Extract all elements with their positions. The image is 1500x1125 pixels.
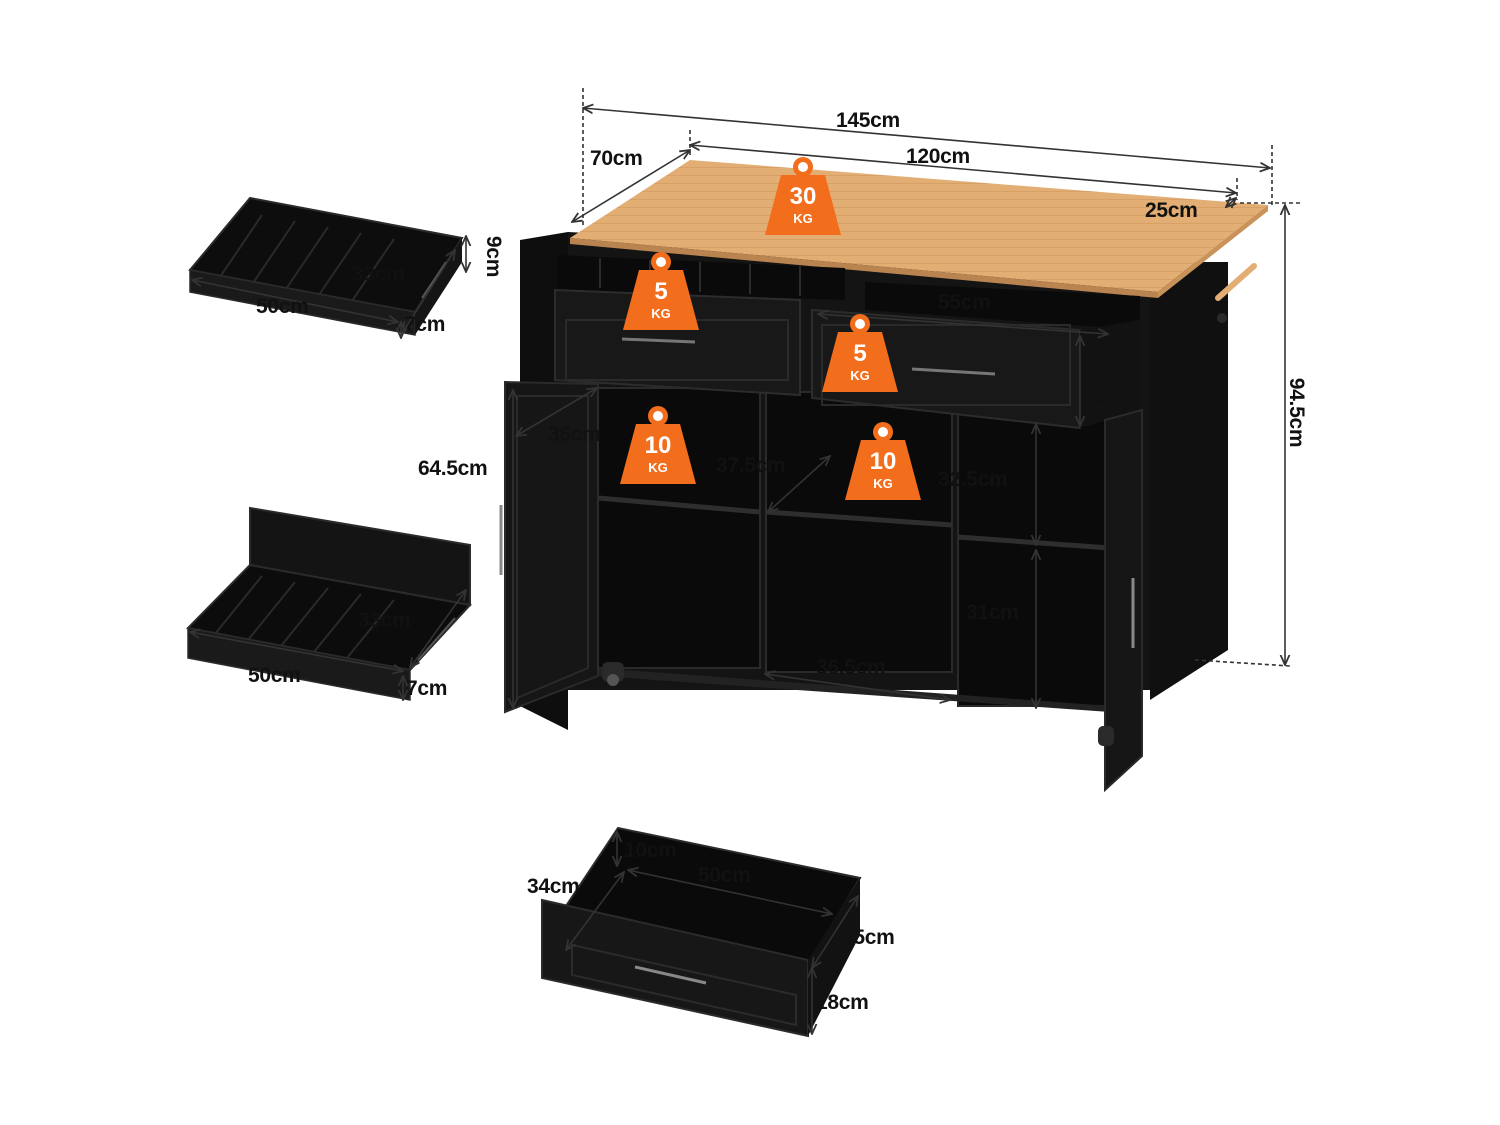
weight-value: 30 <box>789 183 817 210</box>
depth-label: 70cm <box>590 147 643 170</box>
overall-width-label: 145cm <box>836 109 900 132</box>
tray1-depth-label: 33cm <box>352 263 405 286</box>
top-width-label: 120cm <box>906 145 970 168</box>
weight-icon <box>822 314 898 392</box>
weight-icon <box>623 252 699 330</box>
tray2-width-label: 50cm <box>248 664 301 687</box>
weight-badge-drawer-right: 5 KG <box>822 312 898 394</box>
weight-unit: KG <box>873 476 893 491</box>
weight-badge-drawer-left: 5 KG <box>623 250 699 332</box>
weight-badge-top: 30 KG <box>765 155 841 237</box>
upper-cell-height-label: 32.5cm <box>938 468 1008 491</box>
drawer-width-label: 55cm <box>938 291 991 314</box>
door-width-label: 36cm <box>548 423 601 446</box>
drawer2-width-label: 50cm <box>698 864 751 887</box>
door-right <box>1104 408 1143 793</box>
overall-height-label: 94.5cm <box>1285 377 1309 448</box>
weight-value: 10 <box>869 448 897 475</box>
tray1-side-label: 7cm <box>404 313 446 336</box>
drawer2-height-label: 18cm <box>816 991 869 1014</box>
cutlery-tray-lower <box>185 506 472 701</box>
weight-unit: KG <box>793 211 813 226</box>
extension-label: 25cm <box>1145 199 1198 222</box>
drawer-height-label: 18cm <box>1084 385 1137 408</box>
drawer2-depth-label: 34cm <box>527 875 580 898</box>
shelf-depth-label: 37.5cm <box>716 454 786 477</box>
caster-wheels <box>602 662 1114 746</box>
dimension-lines <box>190 88 1300 1034</box>
weight-value: 10 <box>644 432 672 459</box>
drawer2-length-label: 35cm <box>842 926 895 949</box>
drawer2-inner-label: 10cm <box>624 839 677 862</box>
weight-icon <box>845 422 921 500</box>
drawer-left <box>554 255 845 397</box>
towel-bar <box>1215 263 1257 301</box>
door-height-label: 64.5cm <box>418 457 488 480</box>
weight-icon <box>620 406 696 484</box>
weight-badge-shelf-left: 10 KG <box>620 404 696 486</box>
tray2-depth-label: 33cm <box>358 609 411 632</box>
lower-cell-height-label: 31cm <box>966 601 1019 624</box>
weight-value: 5 <box>853 340 867 367</box>
tray1-width-label: 50cm <box>256 295 309 318</box>
tray2-side-label: 7cm <box>406 677 448 700</box>
shelf-width-label: 36.5cm <box>816 656 886 679</box>
weight-unit: KG <box>648 460 668 475</box>
tray1-height-label: 9cm <box>482 235 506 278</box>
weight-badge-shelf-mid: 10 KG <box>845 420 921 502</box>
weight-value: 5 <box>654 278 668 305</box>
weight-unit: KG <box>850 368 870 383</box>
weight-unit: KG <box>651 306 671 321</box>
weight-icon <box>765 157 841 235</box>
